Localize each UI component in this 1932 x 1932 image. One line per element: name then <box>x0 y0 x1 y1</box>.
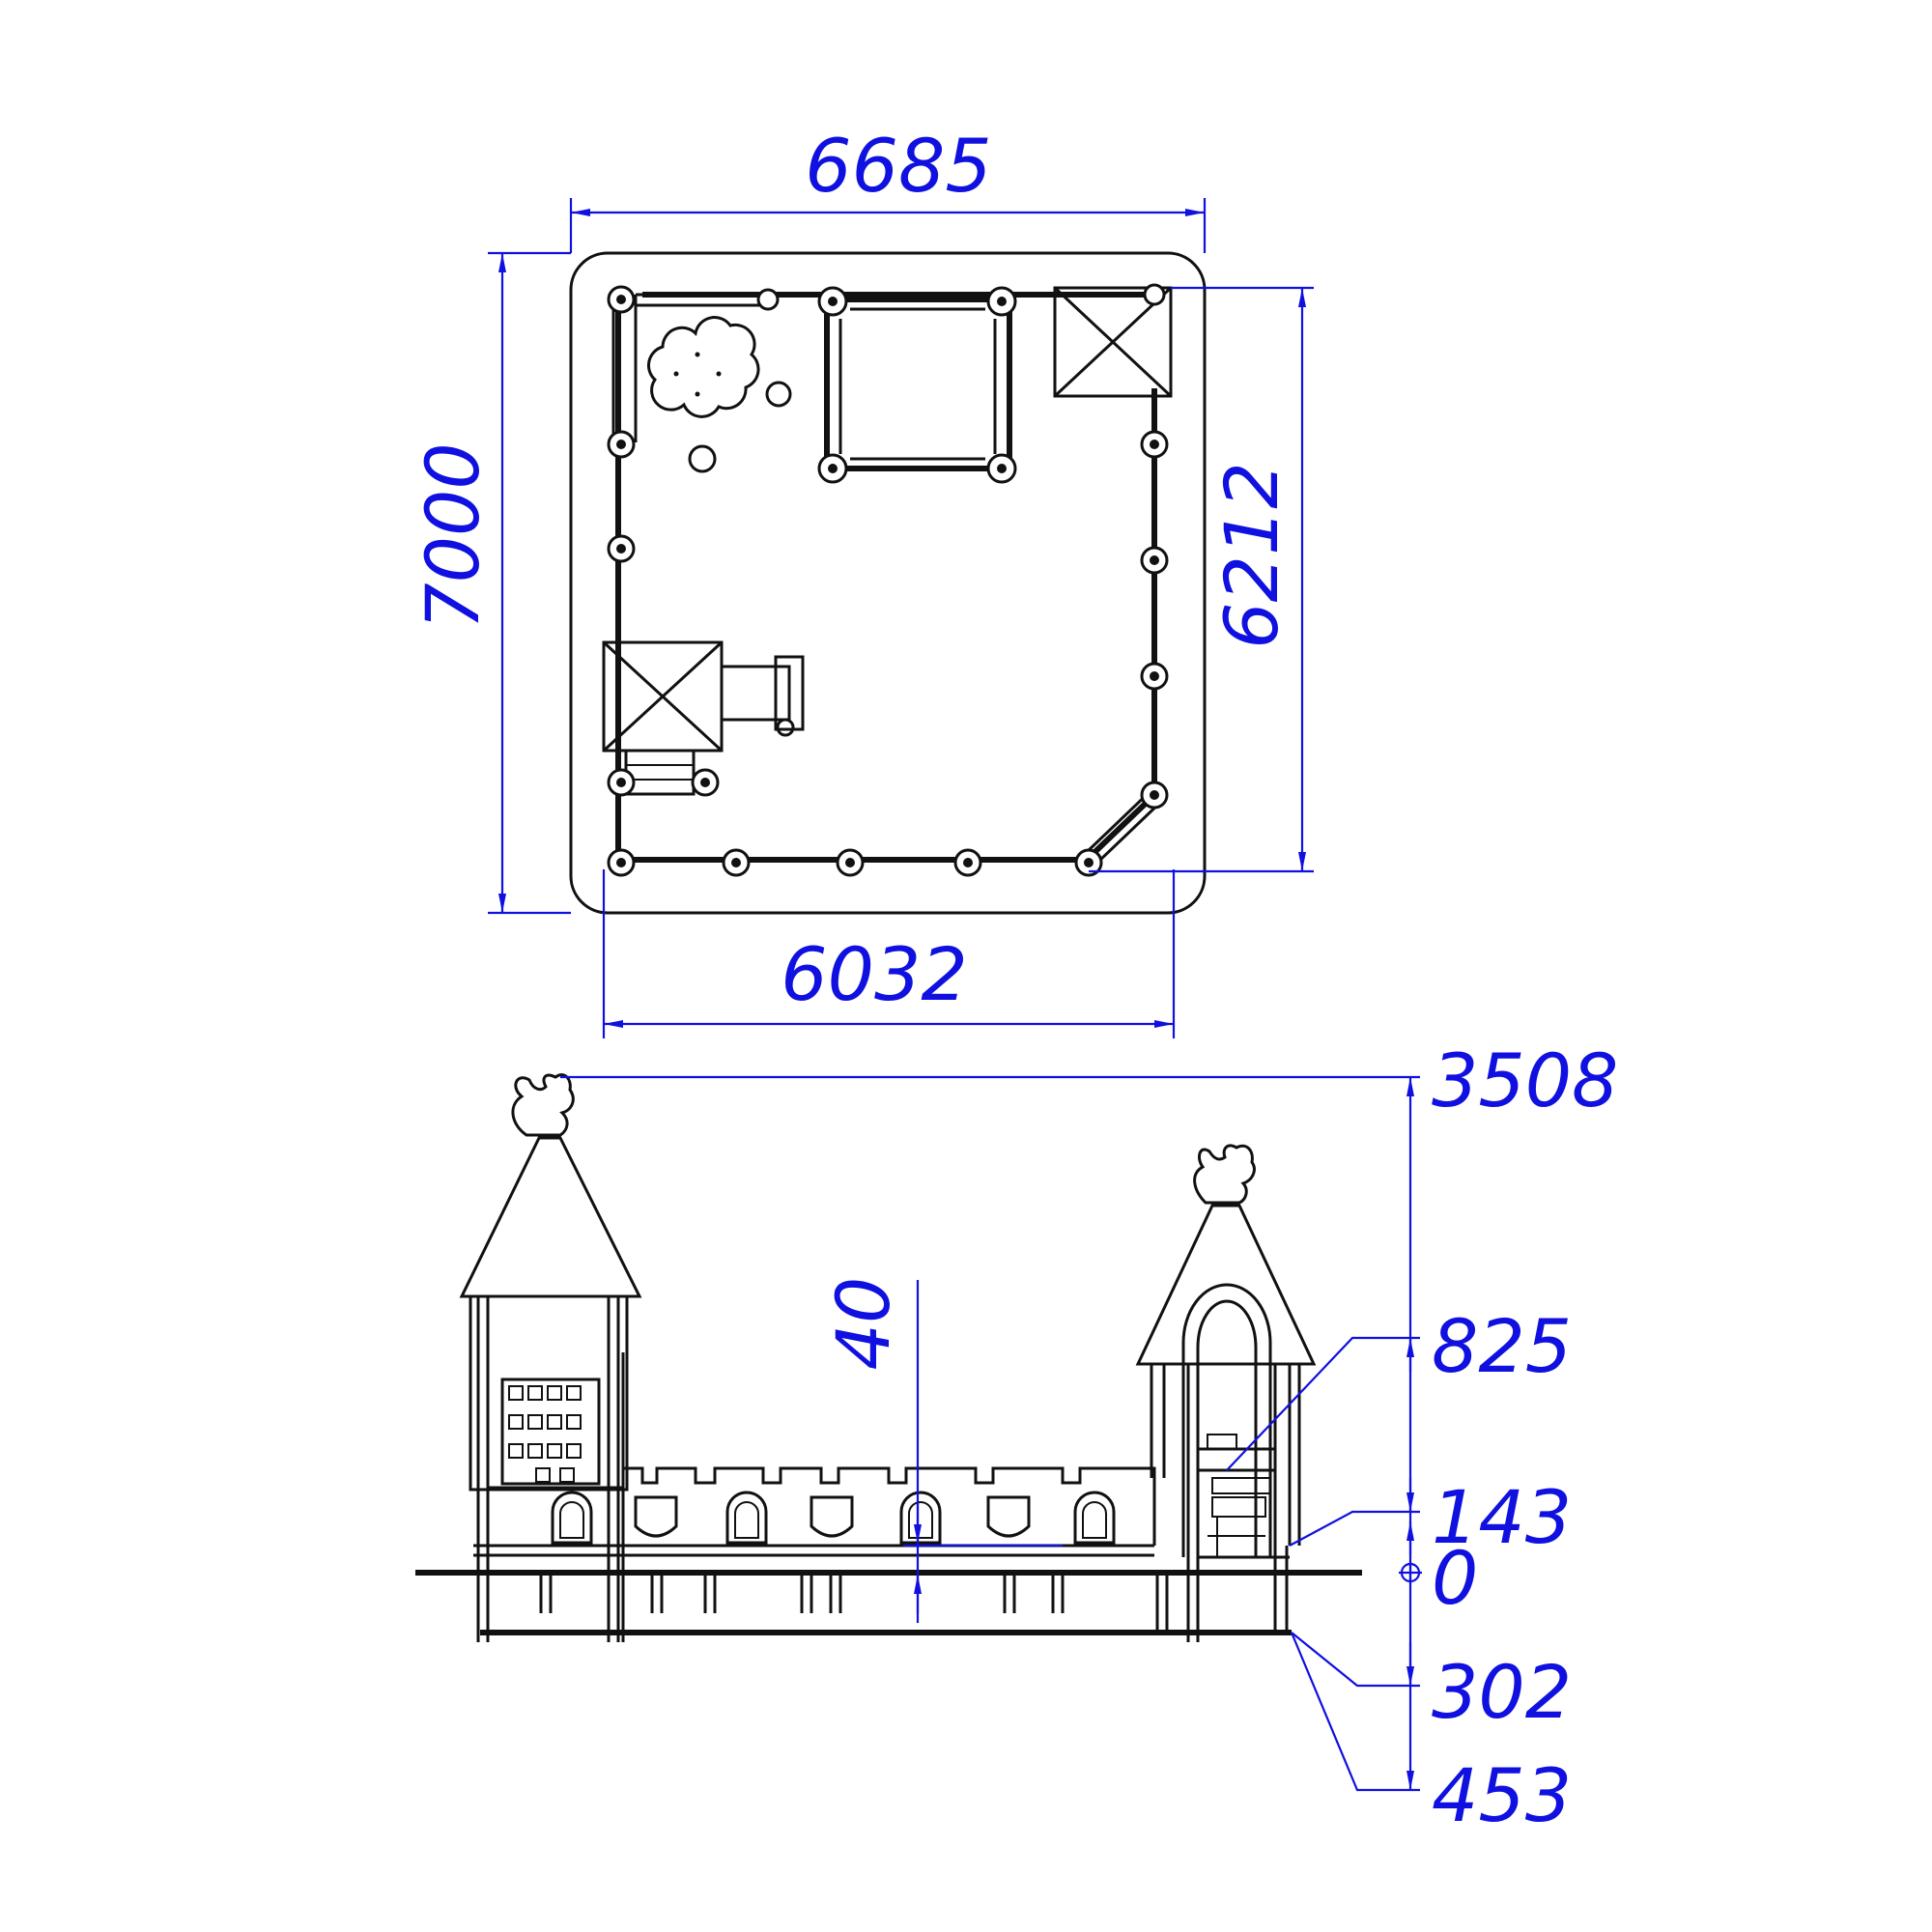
castle-wall <box>486 1466 1169 1633</box>
fence-posts <box>607 283 1169 877</box>
label-302: 302 <box>1432 1649 1572 1735</box>
dim-plan-width-outer <box>569 198 1207 253</box>
label-0: 0 <box>1432 1535 1478 1621</box>
plan-outer-boundary <box>569 251 1207 915</box>
elevation-view: 3508 825 143 0 302 453 <box>415 1037 1618 1838</box>
roof-top-right <box>1053 286 1173 398</box>
label-40: 40 <box>820 1277 906 1371</box>
flower-element <box>647 316 760 418</box>
roof-left <box>602 640 805 796</box>
dim-level-143 <box>1289 1478 1420 1555</box>
dim-level-825 <box>1226 1336 1420 1471</box>
label-3508: 3508 <box>1432 1037 1618 1123</box>
plan-view: 6685 7000 6212 6032 <box>410 123 1314 1038</box>
dim-plan-height-inner <box>1089 286 1314 873</box>
label-6032: 6032 <box>781 931 967 1017</box>
label-7000: 7000 <box>410 442 496 629</box>
dim-gap-40 <box>903 1280 1063 1623</box>
label-6685: 6685 <box>805 123 991 209</box>
dim-depth-453 <box>1290 1632 1420 1792</box>
label-825: 825 <box>1432 1303 1572 1389</box>
label-143: 143 <box>1432 1474 1572 1560</box>
left-tower <box>459 1073 642 1642</box>
climbing-panel <box>500 1378 601 1486</box>
right-tower <box>1135 1144 1317 1642</box>
dim-level-0 <box>1399 1561 1422 1584</box>
dim-plan-height-outer <box>488 251 571 915</box>
dim-plan-width-inner <box>602 869 1176 1038</box>
sandbox-frame <box>817 286 1017 484</box>
label-453: 453 <box>1432 1752 1572 1838</box>
squirrel-figure-left <box>511 1073 575 1137</box>
dim-depth-302 <box>1291 1632 1420 1688</box>
label-6212: 6212 <box>1208 462 1294 648</box>
squirrel-figure-right <box>1193 1144 1256 1205</box>
